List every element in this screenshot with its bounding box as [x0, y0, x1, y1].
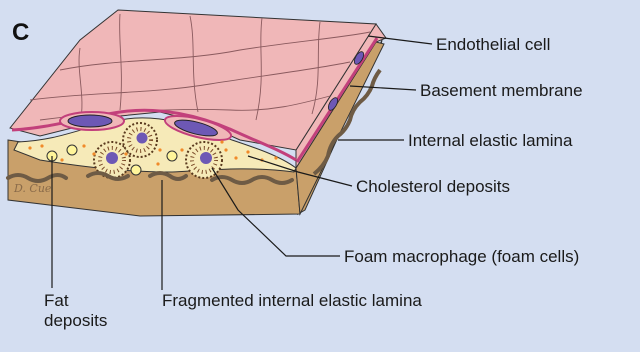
label-foam-macrophage: Foam macrophage (foam cells): [344, 247, 579, 266]
fat-droplet-icon: [131, 165, 141, 175]
panel-label: C: [12, 19, 29, 46]
label-fat-deposits-line2: deposits: [44, 311, 107, 330]
label-cholesterol-deposits: Cholesterol deposits: [356, 177, 510, 196]
fat-droplet-icon: [67, 145, 77, 155]
label-endothelial-cell: Endothelial cell: [436, 35, 550, 54]
label-fat-deposits-line1: Fat: [44, 291, 69, 310]
nucleus-icon: [68, 115, 112, 127]
artist-signature: D. Cue: [13, 182, 52, 195]
label-basement-membrane: Basement membrane: [420, 81, 583, 100]
foam-cell-icon: [186, 142, 222, 178]
label-internal-elastic-lamina: Internal elastic lamina: [408, 131, 573, 150]
fat-droplet-icon: [167, 151, 177, 161]
foam-cell-icon: [123, 123, 157, 157]
label-fragmented-lamina: Fragmented internal elastic lamina: [162, 291, 422, 310]
